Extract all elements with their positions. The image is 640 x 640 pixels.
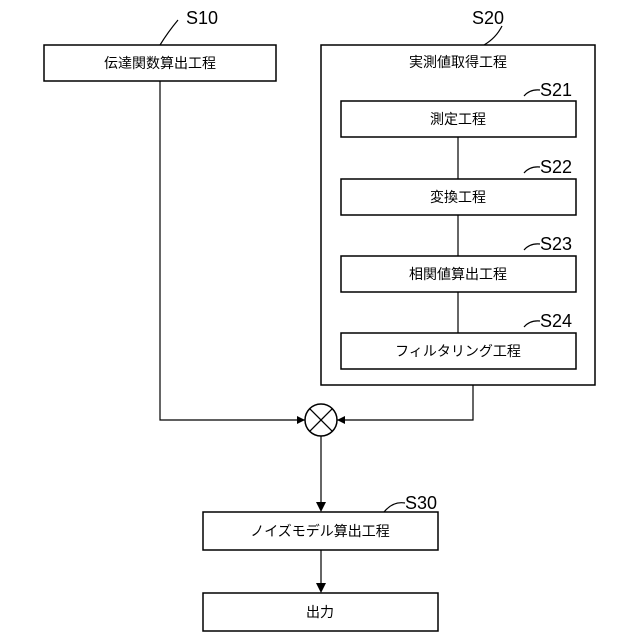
s20-box-text: 実測値取得工程 [409, 54, 507, 71]
s10-box-text: 伝達関数算出工程 [104, 56, 216, 72]
s22-box-text: 変換工程 [430, 189, 486, 206]
left-arrowhead [297, 416, 305, 424]
s24-box-text: フィルタリング工程 [395, 344, 521, 360]
s10-box: 伝達関数算出工程 [44, 45, 276, 81]
s20-step-label: S20 [472, 8, 504, 28]
output-box: 出力 [203, 593, 438, 631]
s21-box: 測定工程 [341, 101, 576, 137]
s22-leader-line [524, 167, 540, 173]
multiplier-icon [305, 404, 337, 436]
s20-to-multiplier-line [337, 385, 473, 420]
right-arrowhead [337, 416, 345, 424]
s30-step-label: S30 [405, 493, 437, 513]
s30-box: ノイズモデル算出工程 [203, 512, 438, 550]
s23-box: 相関値算出工程 [341, 256, 576, 292]
s30-arrowhead [316, 502, 326, 512]
s24-box: フィルタリング工程 [341, 333, 576, 369]
s23-box-text: 相関値算出工程 [409, 267, 507, 283]
s23-step-label: S23 [540, 234, 572, 254]
s22-step-label: S22 [540, 157, 572, 177]
s30-box-text: ノイズモデル算出工程 [250, 523, 390, 540]
s24-leader-line [524, 321, 540, 327]
s22-box: 変換工程 [341, 179, 576, 215]
s10-step-label: S10 [186, 8, 218, 28]
s20-leader-line [484, 26, 502, 45]
s30-leader-line [384, 503, 405, 512]
s23-leader-line [524, 244, 540, 250]
output-arrowhead [316, 583, 326, 593]
s21-leader-line [524, 90, 540, 96]
s21-step-label: S21 [540, 80, 572, 100]
s10-leader-line [160, 20, 178, 45]
output-box-text: 出力 [306, 605, 334, 621]
s21-box-text: 測定工程 [430, 112, 486, 128]
s24-step-label: S24 [540, 311, 572, 331]
s10-to-multiplier-line [160, 81, 305, 420]
